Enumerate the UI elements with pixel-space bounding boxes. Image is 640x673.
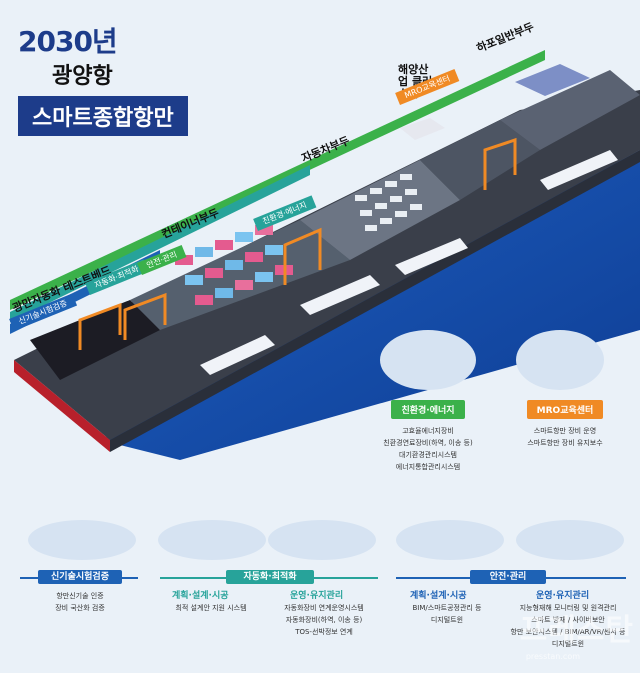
title-region: 광양항	[52, 64, 113, 89]
title-box: 스마트종합항만	[18, 96, 188, 136]
ops-text: 자동화장비 연계운영시스템 자동화장비(하역, 이송 등) TOS-선박정보 연…	[262, 602, 386, 638]
watermark: 프레스탄	[519, 613, 634, 648]
band-teal-strip	[10, 165, 310, 322]
plan-illustration	[158, 520, 266, 560]
mro-line: 스마트항만 장비 유지보수	[527, 439, 603, 447]
cranes	[78, 137, 517, 350]
eco-card-title: 친환경·에너지	[391, 400, 465, 419]
quay-front	[14, 360, 110, 452]
quay-front-long	[110, 150, 640, 452]
pill-test: 신기술시험검증	[38, 570, 122, 584]
mro-card-title: MRO교육센터	[526, 400, 604, 419]
eco-line: 대기환경관리시스템	[399, 451, 457, 459]
eco-line: 에너지통합관리시스템	[395, 463, 461, 471]
plan-text: 최적 설계안 지원 시스템	[156, 602, 266, 614]
mro-line: 스마트항만 장비 운영	[533, 427, 597, 435]
test-line: 장비 국산화 검증	[55, 604, 105, 612]
terminal-auto	[300, 160, 460, 260]
terminal-general	[500, 70, 640, 150]
eco-card-text: 고효율에너지장비 친환경연료장비(하역, 이송 등) 대기환경관리시스템 에너지…	[360, 425, 496, 473]
ops-line: 자동화장비(하역, 이송 등)	[285, 616, 363, 624]
band-green-strip	[10, 50, 545, 310]
pill-auto: 자동화·최적화	[226, 570, 314, 584]
eco-line: 친환경연료장비(하역, 이송 등)	[383, 439, 473, 447]
terminal-test	[30, 300, 160, 380]
ops-title: 운영·유지관리	[290, 591, 344, 601]
safety-ops-illustration	[516, 520, 624, 560]
car-park	[355, 174, 422, 231]
safety-plan-illustration	[396, 520, 504, 560]
ops-line: TOS-선박정보 연계	[295, 628, 353, 636]
safety-plan-text: BIM/스마트공정관리 등 디지털트윈	[392, 602, 502, 626]
mro-illustration	[516, 330, 604, 390]
test-text: 항만신기술 인증 장비 국산화 검증	[30, 590, 130, 614]
mro-card: MRO교육센터 스마트항만 장비 운영 스마트항만 장비 유지보수	[500, 398, 630, 449]
ops-illustration	[268, 520, 376, 560]
eco-illustration	[380, 330, 476, 390]
safety-plan-title: 계획·설계·시공	[410, 591, 467, 601]
plan-title: 계획·설계·시공	[172, 591, 229, 601]
eco-card: 친환경·에너지 고효율에너지장비 친환경연료장비(하역, 이송 등) 대기환경관…	[360, 398, 496, 473]
cluster-building	[400, 118, 445, 140]
warehouse	[515, 64, 590, 96]
safety-ops-line: 지능형재해 모니터링 및 원격관리	[519, 604, 617, 612]
safety-ops-text: 지능형재해 모니터링 및 원격관리 스마트 방재 / 사이버보안 항만 보안시스…	[500, 602, 636, 650]
pill-safety: 안전·관리	[470, 570, 546, 584]
test-line: 항만신기술 인증	[56, 592, 104, 600]
eco-line: 고효율에너지장비	[402, 427, 454, 435]
terminal-cluster	[420, 120, 540, 200]
title-year: 2030년	[18, 25, 118, 58]
safety-ops-line: 항만 보안시스템 / BIM/AR/VR/센서 등	[510, 628, 626, 636]
terminal-container	[130, 220, 350, 330]
safety-ops-title: 운영·유지관리	[536, 591, 590, 601]
mro-card-text: 스마트항만 장비 운영 스마트항만 장비 유지보수	[500, 425, 630, 449]
test-illustration	[28, 520, 136, 560]
ops-line: 자동화장비 연계운영시스템	[284, 604, 364, 612]
watermark-sub: presstan.com	[525, 652, 580, 661]
ships	[200, 150, 618, 375]
plan-line: 최적 설계안 지원 시스템	[175, 604, 247, 612]
safety-ops-line: 스마트 방재 / 사이버보안	[531, 616, 605, 624]
safety-plan-line: BIM/스마트공정관리 등	[412, 604, 482, 612]
safety-plan-line: 디지털트윈	[430, 616, 464, 624]
safety-ops-line: 디지털트윈	[551, 640, 585, 648]
